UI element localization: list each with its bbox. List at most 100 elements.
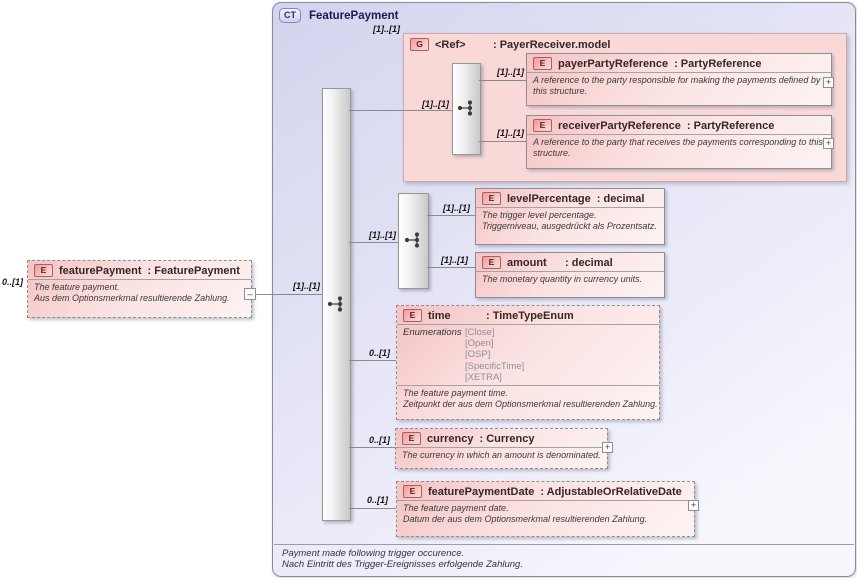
cardinality-levelPercentage: [1]..[1]	[443, 203, 470, 213]
element-annotation: The monetary quantity in currency units.	[476, 272, 664, 288]
element-annotation: The feature payment date. Datum der aus …	[397, 501, 694, 528]
connector-line	[349, 110, 452, 111]
element-name: receiverPartyReference	[558, 119, 681, 132]
element-header: E currency : Currency	[396, 429, 607, 447]
enumerations-list: [Close] [Open] [OSP] [SpecificTime] [XET…	[465, 327, 524, 383]
element-icon: E	[482, 192, 501, 205]
element-featurePayment-header: E featurePayment : FeaturePayment	[28, 261, 251, 279]
element-header: E time : TimeTypeEnum	[397, 306, 659, 324]
cardinality-featurePaymentDate: 0..[1]	[366, 495, 388, 505]
expand-toggle[interactable]: +	[688, 500, 699, 511]
element-icon: E	[403, 485, 422, 498]
annotation-line: The monetary quantity in currency units.	[482, 274, 643, 284]
divider	[397, 324, 659, 325]
element-type: : decimal	[596, 192, 645, 205]
element-annotation: The currency in which an amount is denom…	[396, 448, 607, 464]
element-featurePayment[interactable]: E featurePayment : FeaturePayment The fe…	[27, 260, 252, 318]
element-header: E receiverPartyReference : PartyReferenc…	[527, 116, 831, 134]
divider	[28, 279, 251, 280]
connector-line	[349, 508, 396, 509]
element-header: E payerPartyReference : PartyReference	[527, 54, 831, 72]
element-currency[interactable]: E currency : Currency The currency in wh…	[395, 428, 608, 469]
group-header: G <Ref> : PayerReceiver.model	[404, 34, 846, 53]
divider	[476, 271, 664, 272]
annotation-line-de: Triggerniveau, ausgedrückt als Prozentsa…	[482, 220, 657, 231]
element-annotation: The feature payment. Aus dem Optionsmerk…	[28, 280, 251, 307]
cardinality-time: 0..[1]	[368, 348, 390, 358]
element-header: E amount : decimal	[476, 253, 664, 271]
annotation-line: The currency in which an amount is denom…	[402, 450, 601, 460]
element-featurePaymentDate[interactable]: E featurePaymentDate : AdjustableOrRelat…	[396, 481, 695, 537]
annotation-line: A reference to the party responsible for…	[533, 75, 821, 85]
enum-value: [OSP]	[465, 349, 491, 361]
expand-toggle[interactable]: +	[823, 77, 834, 88]
element-type: : PartyReference	[674, 57, 762, 70]
element-name: payerPartyReference	[558, 57, 669, 70]
connector-line	[349, 360, 396, 361]
divider	[396, 447, 607, 448]
divider	[527, 72, 831, 73]
connector-line	[479, 141, 526, 142]
element-amount[interactable]: E amount : decimal The monetary quantity…	[475, 252, 665, 298]
divider	[476, 207, 664, 208]
element-receiverPartyReference[interactable]: E receiverPartyReference : PartyReferenc…	[526, 115, 832, 169]
element-name: time	[428, 309, 451, 322]
element-type: : TimeTypeEnum	[486, 309, 574, 322]
amount-sequence-bar[interactable]	[398, 193, 429, 289]
element-type: : decimal	[565, 256, 613, 269]
element-annotation: A reference to the party responsible for…	[527, 73, 831, 100]
element-payerPartyReference[interactable]: E payerPartyReference : PartyReference A…	[526, 53, 832, 106]
annotation-line-en: Payment made following trigger occurence…	[282, 548, 465, 559]
sequence-icon	[457, 100, 473, 116]
cardinality-amount: [1]..[1]	[441, 255, 468, 265]
connector-line	[349, 447, 395, 448]
annotation-line-en: The feature payment time.	[403, 388, 509, 399]
annotation-line: this structure.	[533, 85, 588, 96]
connector-line	[349, 242, 398, 243]
group-sequence-bar[interactable]	[452, 63, 481, 155]
enum-value: [SpecificTime]	[465, 360, 525, 372]
complex-type-header: CT FeaturePayment	[279, 8, 398, 23]
enum-value: [Close]	[465, 327, 495, 338]
annotation-line-en: The feature payment.	[34, 282, 120, 292]
element-type: : PartyReference	[686, 119, 775, 132]
element-header: E levelPercentage : decimal	[476, 189, 664, 207]
expand-toggle[interactable]: +	[602, 442, 613, 453]
collapse-toggle[interactable]: –	[244, 288, 256, 300]
cardinality-amount-sequence: [1]..[1]	[369, 230, 396, 240]
element-icon: E	[533, 119, 552, 132]
annotation-line: A reference to the party that receives t…	[533, 137, 823, 147]
cardinality-payer: [1]..[1]	[497, 67, 524, 77]
group-icon: G	[410, 38, 429, 51]
element-name: featurePayment	[59, 264, 142, 277]
cardinality-main-sequence: [1]..[1]	[293, 281, 320, 291]
element-name: currency	[427, 432, 474, 445]
expand-toggle[interactable]: +	[823, 138, 834, 149]
annotation-line-de: Nach Eintritt des Trigger-Ereignisses er…	[282, 559, 523, 571]
ct-badge: CT	[279, 8, 301, 23]
element-icon: E	[34, 264, 53, 277]
element-name: featurePaymentDate	[428, 485, 535, 498]
element-annotation: The trigger level percentage. Triggerniv…	[476, 208, 664, 235]
footer-divider	[274, 544, 854, 545]
element-name: levelPercentage	[507, 192, 591, 205]
connector-line	[249, 294, 322, 295]
divider	[397, 500, 694, 501]
connector-line	[427, 267, 475, 268]
element-time[interactable]: E time : TimeTypeEnum Enumerations [Clos…	[396, 305, 660, 420]
element-icon: E	[482, 256, 501, 269]
annotation-line-de: Zeitpunkt der aus dem Optionsmerkmal res…	[403, 398, 658, 409]
element-annotation: A reference to the party that receives t…	[527, 135, 831, 162]
element-type: : FeaturePayment	[147, 264, 240, 277]
cardinality-receiver: [1]..[1]	[497, 128, 524, 138]
cardinality-group-sequence: [1]..[1]	[422, 99, 449, 109]
element-icon: E	[403, 309, 422, 322]
cardinality-currency: 0..[1]	[368, 435, 390, 445]
element-annotation: The feature payment time. Zeitpunkt der …	[397, 386, 659, 413]
element-levelPercentage[interactable]: E levelPercentage : decimal The trigger …	[475, 188, 665, 245]
group-name: <Ref>	[435, 38, 466, 51]
divider	[527, 134, 831, 135]
annotation-line: structure.	[533, 147, 571, 158]
group-type: : PayerReceiver.model	[493, 38, 611, 51]
